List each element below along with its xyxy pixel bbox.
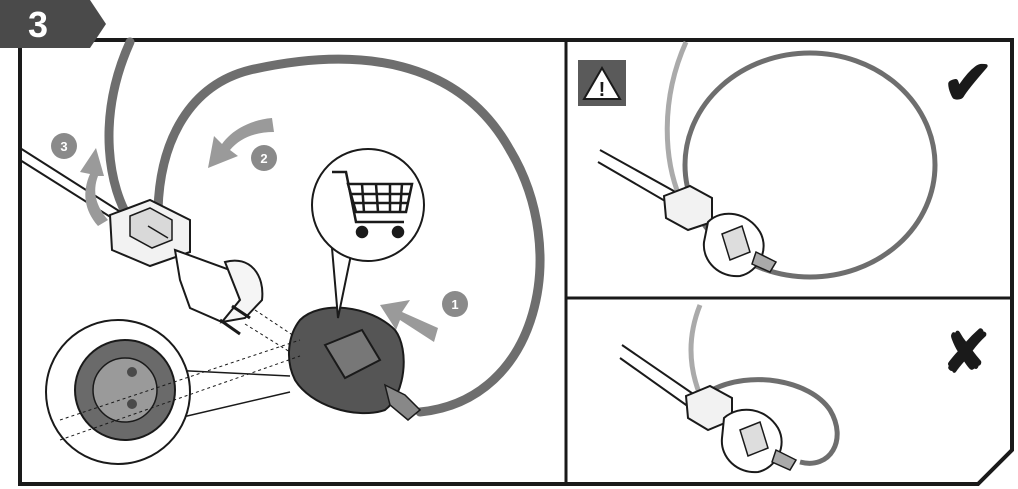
callout-1-number: 1 bbox=[451, 297, 458, 312]
extension-socket bbox=[289, 308, 420, 420]
correct-example-panel: ! ✔ bbox=[578, 42, 994, 277]
callout-2: 2 bbox=[251, 145, 277, 171]
socket-detail-magnifier bbox=[46, 320, 300, 464]
callout-3: 3 bbox=[51, 133, 77, 159]
warning-glyph: ! bbox=[599, 79, 606, 101]
incorrect-example-panel: ✘ bbox=[620, 305, 990, 472]
shopping-cart-callout bbox=[312, 149, 424, 318]
cross-icon: ✘ bbox=[942, 320, 991, 385]
checkmark-icon: ✔ bbox=[942, 49, 994, 118]
hook-arrow bbox=[80, 148, 108, 226]
callout-3-number: 3 bbox=[60, 139, 67, 154]
callout-1: 1 bbox=[442, 291, 468, 317]
step-number: 3 bbox=[28, 4, 48, 45]
step-badge: 3 bbox=[0, 0, 106, 48]
power-plug bbox=[175, 250, 300, 352]
warning-icon: ! bbox=[578, 60, 626, 106]
callout-2-number: 2 bbox=[260, 151, 267, 166]
cable-upper-incorrect bbox=[691, 305, 700, 395]
left-panel: 1 2 3 bbox=[20, 42, 540, 464]
